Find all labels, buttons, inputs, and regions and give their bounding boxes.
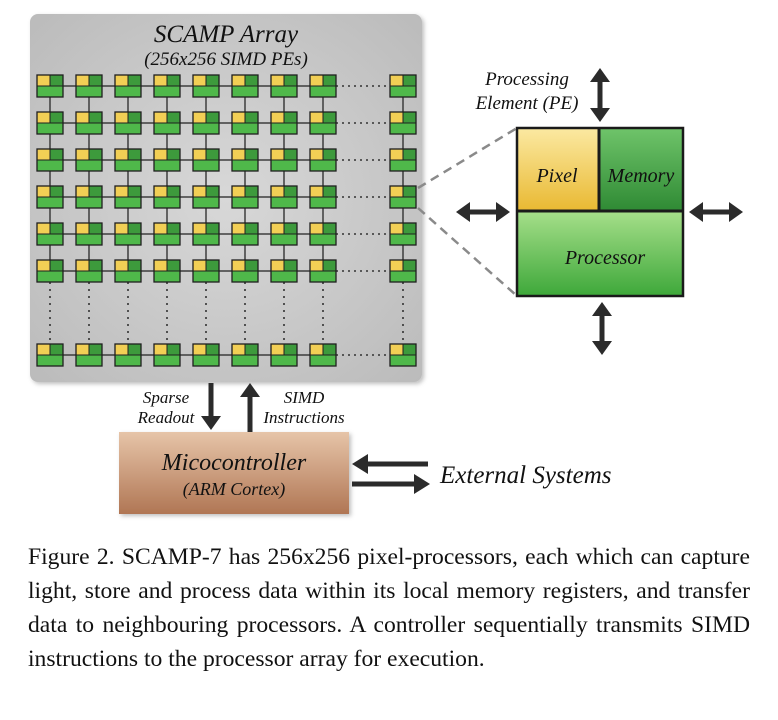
pe-cell: [231, 185, 259, 209]
external-systems-label: External Systems: [439, 462, 611, 489]
pe-cell: [270, 148, 298, 172]
pe-cell: [153, 111, 181, 135]
microcontroller-box: [119, 432, 349, 514]
pe-cell: [153, 222, 181, 246]
pe-detail: Pixel Memory Processor: [515, 126, 685, 298]
pe-cell: [231, 343, 259, 367]
pe-cell: [231, 259, 259, 283]
microcontroller-subtitle: (ARM Cortex): [183, 479, 285, 500]
pe-cell: [192, 74, 220, 98]
pe-cell: [75, 111, 103, 135]
pe-title-line1: Processing: [484, 69, 569, 90]
pe-grid: [36, 74, 417, 367]
simd-instructions-arrow: [240, 383, 260, 432]
pe-cell: [192, 259, 220, 283]
pe-cell: [231, 222, 259, 246]
zoom-line-bottom: [417, 207, 518, 297]
pe-cell: [114, 111, 142, 135]
pe-cell: [114, 74, 142, 98]
sparse-readout-label-1: Sparse: [143, 388, 190, 407]
pe-cell: [75, 259, 103, 283]
pe-cell: [36, 111, 64, 135]
pe-cell: [309, 222, 337, 246]
pe-cell: [153, 343, 181, 367]
pe-title-line2: Element (PE): [475, 93, 579, 114]
pe-cell: [114, 185, 142, 209]
array-subtitle: (256x256 SIMD PEs): [144, 49, 308, 70]
pe-cell: [153, 74, 181, 98]
pe-cell: [270, 111, 298, 135]
microcontroller-title: Micocontroller: [161, 450, 307, 476]
scamp-architecture-diagram: SCAMP Array (256x256 SIMD PEs) Pixel Mem…: [30, 14, 743, 514]
pe-cell: [75, 148, 103, 172]
pe-cell: [114, 222, 142, 246]
pe-cell: [75, 74, 103, 98]
pe-cell: [389, 259, 417, 283]
array-title: SCAMP Array: [154, 21, 299, 48]
pe-cell: [309, 74, 337, 98]
pe-cell: [36, 259, 64, 283]
pe-cell: [114, 343, 142, 367]
pe-arrow-down: [592, 302, 612, 355]
pe-cell: [309, 343, 337, 367]
pe-cell: [153, 259, 181, 283]
pe-cell: [114, 259, 142, 283]
pe-arrow-left: [456, 202, 510, 222]
pe-cell: [270, 259, 298, 283]
pe-cell: [270, 74, 298, 98]
zoom-line-top: [417, 126, 518, 190]
pe-cell: [192, 185, 220, 209]
pe-cell: [309, 111, 337, 135]
pe-cell: [389, 185, 417, 209]
pe-cell: [231, 148, 259, 172]
pe-cell: [270, 185, 298, 209]
pe-arrow-right: [689, 202, 743, 222]
figure-caption: Figure 2. SCAMP-7 has 256x256 pixel-proc…: [28, 544, 750, 672]
pe-cell: [389, 343, 417, 367]
pe-cell: [309, 148, 337, 172]
pe-cell: [36, 148, 64, 172]
external-out-arrow: [352, 474, 430, 494]
simd-instructions-label-1: SIMD: [284, 388, 325, 407]
pe-cell: [270, 222, 298, 246]
pe-cell: [270, 343, 298, 367]
pe-cell: [36, 185, 64, 209]
pe-cell: [75, 185, 103, 209]
pe-cell: [36, 74, 64, 98]
pe-processor-block: [517, 211, 683, 296]
pe-cell: [75, 222, 103, 246]
pe-cell: [231, 74, 259, 98]
pe-cell: [114, 148, 142, 172]
pe-cell: [389, 111, 417, 135]
external-in-arrow: [352, 454, 428, 474]
pe-cell: [309, 259, 337, 283]
pe-cell: [192, 111, 220, 135]
pe-memory-label: Memory: [607, 165, 675, 187]
pe-processor-label: Processor: [564, 247, 646, 269]
sparse-readout-label-2: Readout: [137, 408, 196, 427]
pe-cell: [389, 148, 417, 172]
pe-cell: [36, 343, 64, 367]
pe-cell: [36, 222, 64, 246]
pe-memory-block: [599, 128, 683, 211]
simd-instructions-label-2: Instructions: [262, 408, 345, 427]
pe-cell: [192, 222, 220, 246]
pe-cell: [153, 148, 181, 172]
pe-cell: [389, 74, 417, 98]
pe-pixel-label: Pixel: [535, 165, 578, 187]
pe-cell: [389, 222, 417, 246]
pe-cell: [231, 111, 259, 135]
pe-arrow-up: [590, 68, 610, 122]
sparse-readout-arrow: [201, 383, 221, 430]
pe-cell: [192, 148, 220, 172]
pe-pixel-block: [517, 128, 599, 211]
pe-cell: [309, 185, 337, 209]
pe-cell: [153, 185, 181, 209]
pe-cell: [192, 343, 220, 367]
pe-cell: [75, 343, 103, 367]
